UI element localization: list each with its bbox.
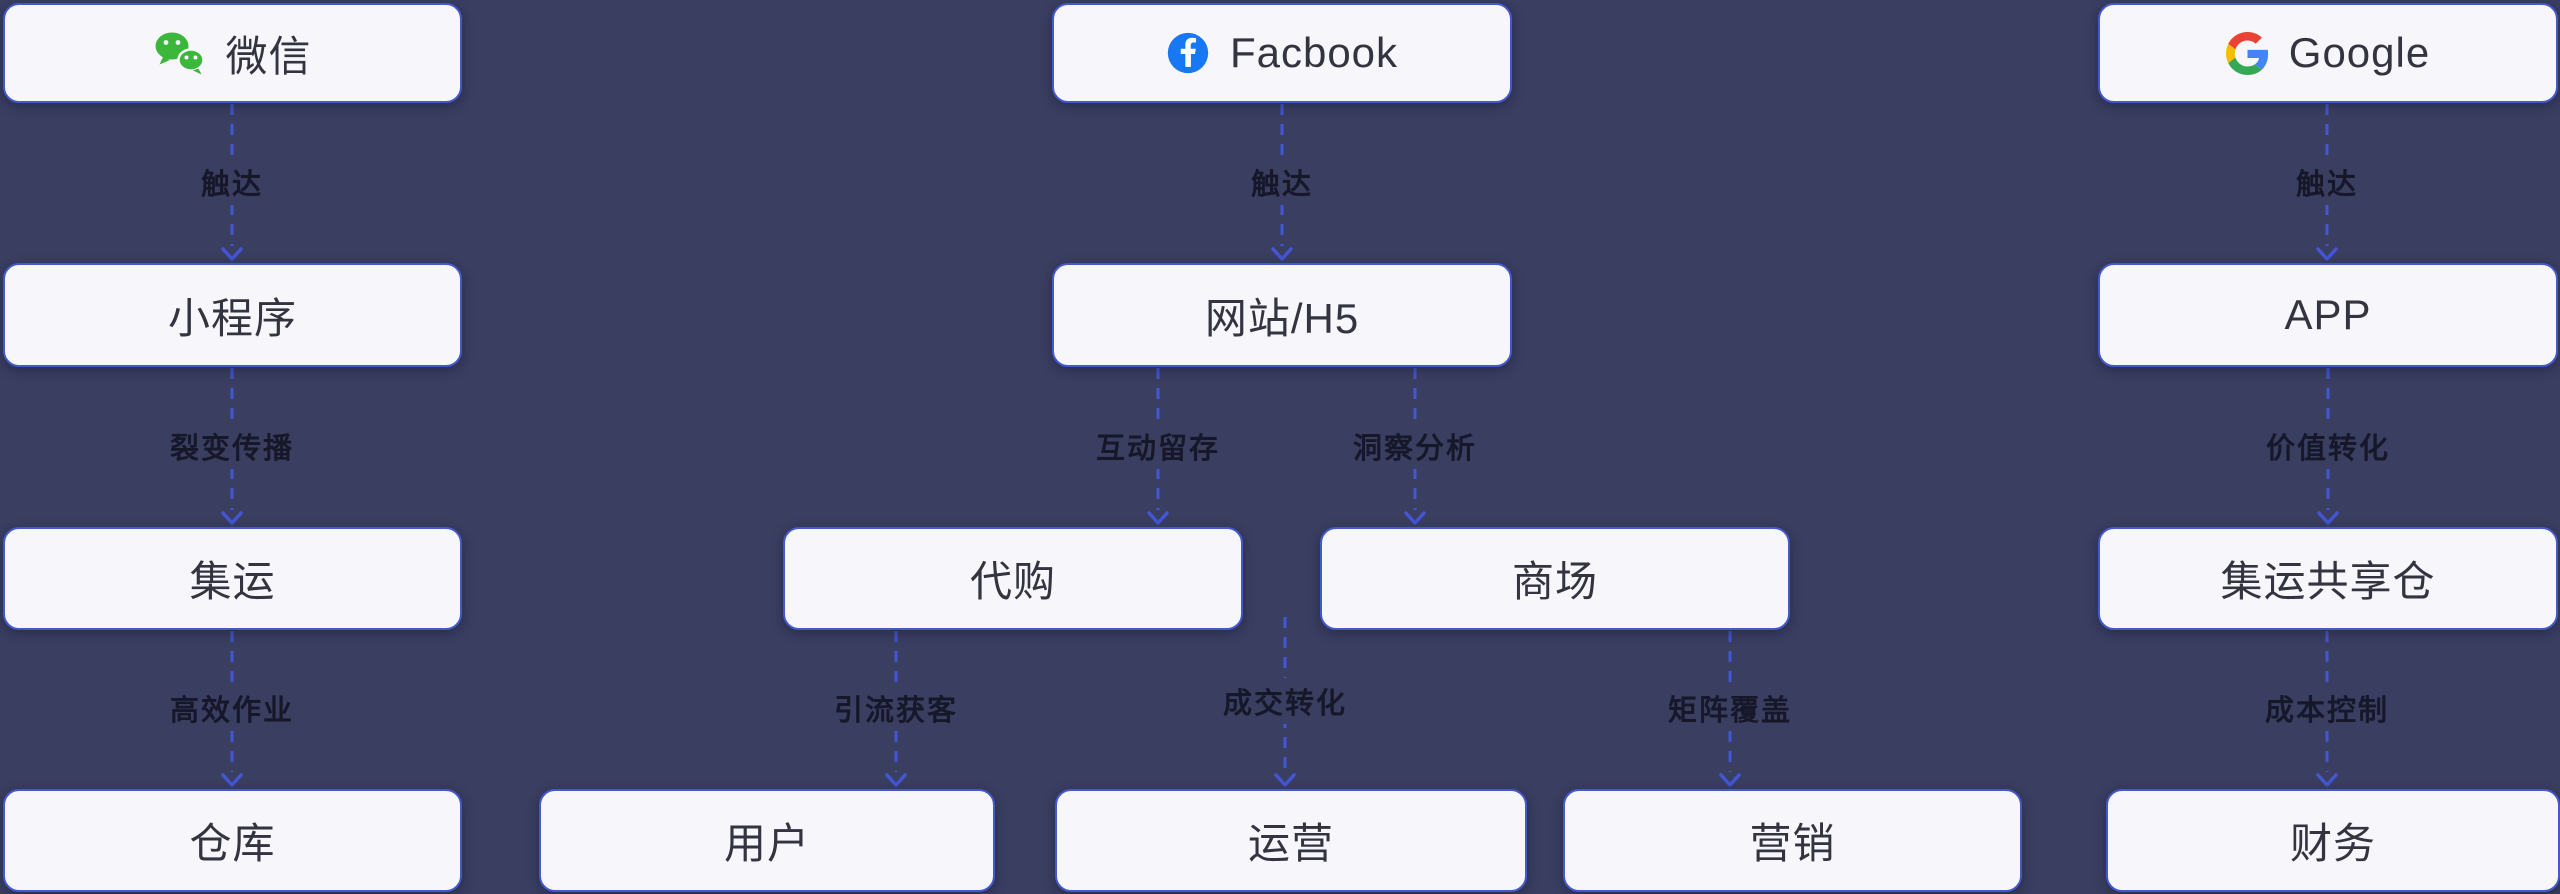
- edge-label: 高效作业: [160, 685, 304, 731]
- node-label: 集运共享仓: [2220, 558, 2436, 605]
- arrowhead-icon: [1274, 773, 1296, 787]
- arrowhead-icon: [1404, 511, 1426, 525]
- node-label: 网站/H5: [1204, 294, 1360, 342]
- node-label: 财务: [2289, 820, 2376, 867]
- node-marketing: 营销: [1563, 789, 2022, 892]
- edge-label: 洞察分析: [1343, 422, 1487, 469]
- node-finance: 财务: [2106, 789, 2560, 892]
- google-icon: [2225, 31, 2269, 75]
- node-label: 集运: [189, 558, 276, 605]
- node-miniprogram: 小程序: [3, 263, 462, 367]
- node-facebook: Facbook: [1052, 3, 1512, 103]
- arrowhead-icon: [1147, 511, 1169, 525]
- node-label: 代购: [969, 558, 1056, 605]
- facebook-icon: [1166, 31, 1210, 75]
- edge-label: 触达: [1241, 158, 1323, 205]
- node-label: 用户: [723, 820, 810, 867]
- node-label: Facbook: [1229, 29, 1399, 76]
- edge-website-operation: [1274, 617, 1296, 787]
- edge-label: 裂变传播: [160, 422, 304, 469]
- node-label: Google: [2288, 29, 2431, 76]
- node-label: 营销: [1749, 820, 1836, 867]
- arrowhead-icon: [221, 511, 243, 525]
- node-shared-warehouse: 集运共享仓: [2098, 527, 2558, 630]
- node-website: 网站/H5: [1052, 263, 1512, 367]
- arrowhead-icon: [1271, 247, 1293, 261]
- arrowhead-icon: [2316, 247, 2338, 261]
- node-google: Google: [2098, 3, 2558, 103]
- node-mall: 商场: [1320, 527, 1790, 630]
- node-label: 运营: [1247, 820, 1334, 867]
- node-user: 用户: [539, 789, 995, 892]
- arrowhead-icon: [885, 773, 907, 787]
- edge-label: 触达: [191, 158, 273, 205]
- node-warehouse: 仓库: [3, 789, 462, 892]
- edge-label: 价值转化: [2256, 422, 2400, 469]
- arrowhead-icon: [1719, 773, 1741, 787]
- edge-label: 引流获客: [824, 685, 968, 731]
- edge-label: 矩阵覆盖: [1658, 685, 1802, 731]
- node-app: APP: [2098, 263, 2558, 367]
- node-consolidation: 集运: [3, 527, 462, 630]
- node-wechat: 微信: [3, 3, 462, 103]
- node-label: APP: [2284, 291, 2372, 338]
- node-label: 微信: [225, 32, 312, 80]
- wechat-icon: [153, 30, 206, 76]
- node-operation: 运营: [1055, 789, 1527, 892]
- node-daigou: 代购: [783, 527, 1243, 630]
- arrowhead-icon: [2316, 773, 2338, 787]
- edge-label: 触达: [2286, 158, 2368, 205]
- arrowhead-icon: [2317, 511, 2339, 525]
- edge-label: 成交转化: [1213, 678, 1357, 724]
- edge-label: 互动留存: [1086, 422, 1230, 469]
- node-label: 小程序: [167, 294, 297, 342]
- arrowhead-icon: [221, 773, 243, 787]
- node-label: 商场: [1511, 558, 1598, 605]
- edge-label: 成本控制: [2255, 685, 2399, 731]
- arrowhead-icon: [221, 247, 243, 261]
- node-label: 仓库: [189, 820, 276, 867]
